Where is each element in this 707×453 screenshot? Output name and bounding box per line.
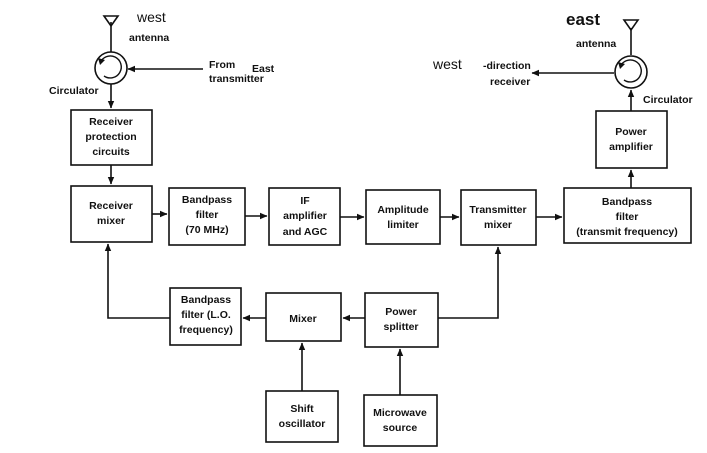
east-antenna-icon: [622, 19, 640, 55]
power-amplifier-block: Power amplifier: [595, 110, 668, 169]
receiver-protection-block: Receiver protection circuits: [70, 109, 153, 166]
svg-text:filter (L.O.: filter (L.O.: [181, 309, 231, 321]
circulator-right-label: Circulator: [643, 94, 693, 106]
bandpass-transmit-block: Bandpass filter (transmit frequency): [563, 187, 692, 244]
svg-text:Receiver: Receiver: [89, 116, 133, 128]
svg-text:Power: Power: [615, 126, 647, 138]
svg-text:filter: filter: [616, 211, 639, 223]
svg-text:amplifier: amplifier: [283, 210, 327, 222]
svg-text:(transmit frequency): (transmit frequency): [576, 226, 678, 238]
svg-text:Power: Power: [385, 306, 417, 318]
svg-text:Bandpass: Bandpass: [602, 196, 652, 208]
transmitter-label: transmitter: [209, 73, 264, 85]
svg-text:mixer: mixer: [484, 219, 512, 231]
svg-text:Amplitude: Amplitude: [377, 204, 428, 216]
svg-text:Receiver: Receiver: [89, 200, 133, 212]
svg-text:limiter: limiter: [387, 219, 419, 231]
svg-text:amplifier: amplifier: [609, 141, 653, 153]
power-splitter-block: Power splitter: [364, 292, 439, 348]
east-antenna-label: antenna: [576, 38, 616, 50]
from-label: From: [209, 59, 235, 71]
svg-text:Mixer: Mixer: [289, 313, 316, 325]
svg-text:protection: protection: [85, 131, 136, 143]
microwave-source-block: Microwave source: [363, 394, 438, 447]
bandpass-70mhz-block: Bandpass filter (70 MHz): [168, 187, 246, 246]
circulator-left-label: Circulator: [49, 85, 99, 97]
svg-text:frequency): frequency): [179, 324, 233, 336]
svg-text:filter: filter: [196, 209, 219, 221]
svg-text:(70 MHz): (70 MHz): [185, 224, 228, 236]
shift-oscillator-block: Shift oscillator: [265, 390, 339, 443]
svg-text:mixer: mixer: [97, 215, 125, 227]
west-circulator-icon: [94, 51, 128, 85]
svg-text:IF: IF: [300, 195, 310, 207]
west-antenna-icon: [102, 15, 120, 52]
east-label: east: [566, 10, 600, 29]
svg-text:Microwave: Microwave: [373, 407, 427, 419]
west-direction-label-2: -direction: [483, 60, 531, 72]
west-direction-label: west: [432, 56, 462, 72]
svg-text:source: source: [383, 422, 418, 434]
svg-text:splitter: splitter: [383, 321, 418, 333]
if-amplifier-block: IF amplifier and AGC: [268, 187, 341, 246]
west-direction-label-3: receiver: [490, 76, 530, 88]
east-circulator-icon: [614, 55, 648, 89]
west-antenna-label: antenna: [129, 32, 169, 44]
svg-text:Bandpass: Bandpass: [181, 294, 231, 306]
svg-text:Transmitter: Transmitter: [469, 204, 526, 216]
west-label: west: [136, 9, 166, 25]
bandpass-lo-block: Bandpass filter (L.O. frequency): [169, 287, 242, 346]
svg-text:Shift: Shift: [290, 403, 314, 415]
svg-text:oscillator: oscillator: [279, 418, 326, 430]
svg-text:circuits: circuits: [92, 146, 130, 158]
amplitude-limiter-block: Amplitude limiter: [365, 189, 441, 245]
signal-wires: [104, 84, 635, 395]
receiver-mixer-block: Receiver mixer: [70, 185, 153, 243]
svg-text:Bandpass: Bandpass: [182, 194, 232, 206]
mixer-block: Mixer: [265, 292, 342, 342]
transmitter-mixer-block: Transmitter mixer: [460, 189, 537, 246]
svg-text:and AGC: and AGC: [283, 226, 328, 238]
east-source-label: East: [252, 63, 275, 75]
